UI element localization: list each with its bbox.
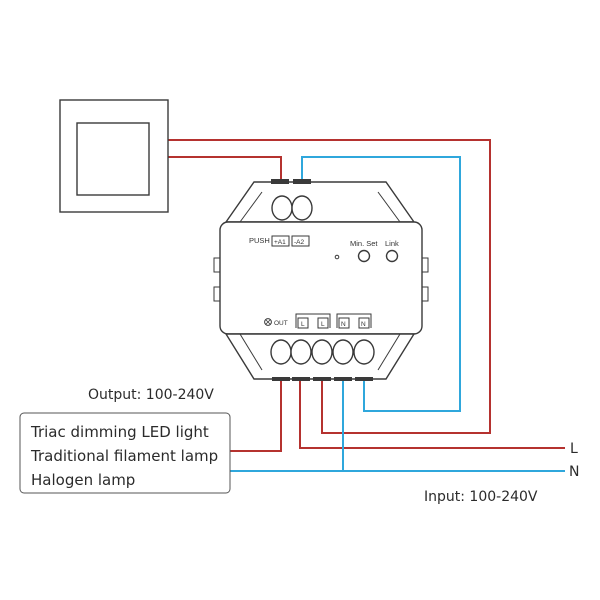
output-label: Output: 100-240V (88, 387, 214, 403)
wire-load-live (230, 380, 282, 452)
bottom-screw-n2 (353, 339, 375, 365)
a1-label-box (271, 235, 290, 247)
line-label-neutral: N (569, 464, 579, 480)
terminal-n1-box (338, 317, 350, 329)
wire-input-live (299, 380, 565, 449)
top-terminal-slot (271, 179, 289, 184)
switch-rocker (76, 122, 150, 196)
wall-switch (59, 99, 169, 213)
load-box: Triac dimming LED light Traditional fila… (19, 412, 231, 494)
bottom-terminal-slot (355, 377, 373, 381)
wire-switch-live-loop (168, 139, 491, 434)
bottom-screw-out (270, 339, 292, 365)
min-set-button[interactable] (357, 249, 371, 263)
wire-switch-push (168, 156, 282, 180)
out-label: OUT (274, 320, 288, 327)
bottom-terminal-slot (292, 377, 310, 381)
output-symbol-cross (265, 319, 271, 325)
bottom-screw-l2 (311, 339, 333, 365)
line-label-live: L (570, 441, 578, 457)
top-block-edge (239, 191, 263, 223)
bottom-terminal-slot (334, 377, 352, 381)
a2-label-box (291, 235, 310, 247)
bottom-block-edge (377, 333, 401, 371)
top-screw-push-a2 (291, 195, 313, 221)
input-label: Input: 100-240V (424, 489, 538, 505)
bottom-terminal-slot (272, 377, 290, 381)
a1-label: +A1 (274, 239, 286, 246)
load-item: Triac dimming LED light (30, 423, 209, 441)
bottom-terminal-slot (313, 377, 331, 381)
terminal-l2-box (317, 317, 329, 329)
top-terminal-slot (293, 179, 311, 184)
indicator-led (334, 254, 340, 260)
wire-push-neutral-loop (301, 156, 461, 412)
terminal-n2-label: N (361, 321, 366, 328)
dimmer-module: PUSH +A1 -A2 Min. Set Link OUT L L N N (213, 179, 429, 381)
terminal-l1-box (297, 317, 309, 329)
terminal-n1-label: N (341, 321, 346, 328)
wire-input-neutral (342, 380, 565, 472)
terminal-l2-label: L (321, 321, 325, 328)
a2-label: -A2 (294, 239, 305, 246)
link-button[interactable] (385, 249, 399, 263)
top-block-edge (377, 191, 401, 223)
min-set-label: Min. Set (350, 239, 378, 248)
bottom-screw-l1 (290, 339, 312, 365)
terminal-l1-label: L (301, 321, 305, 328)
wires (168, 139, 565, 472)
terminal-n2-box (358, 317, 370, 329)
push-label: PUSH (249, 236, 270, 245)
load-box-frame (19, 412, 231, 494)
terminal-bracket-l (295, 313, 331, 328)
top-screw-push-a1 (271, 195, 293, 221)
load-item: Halogen lamp (31, 471, 135, 489)
bottom-block-edge (239, 333, 263, 371)
link-label: Link (385, 239, 399, 248)
load-item: Traditional filament lamp (30, 447, 218, 465)
terminal-bracket-n (336, 313, 372, 328)
bottom-screw-n1 (332, 339, 354, 365)
